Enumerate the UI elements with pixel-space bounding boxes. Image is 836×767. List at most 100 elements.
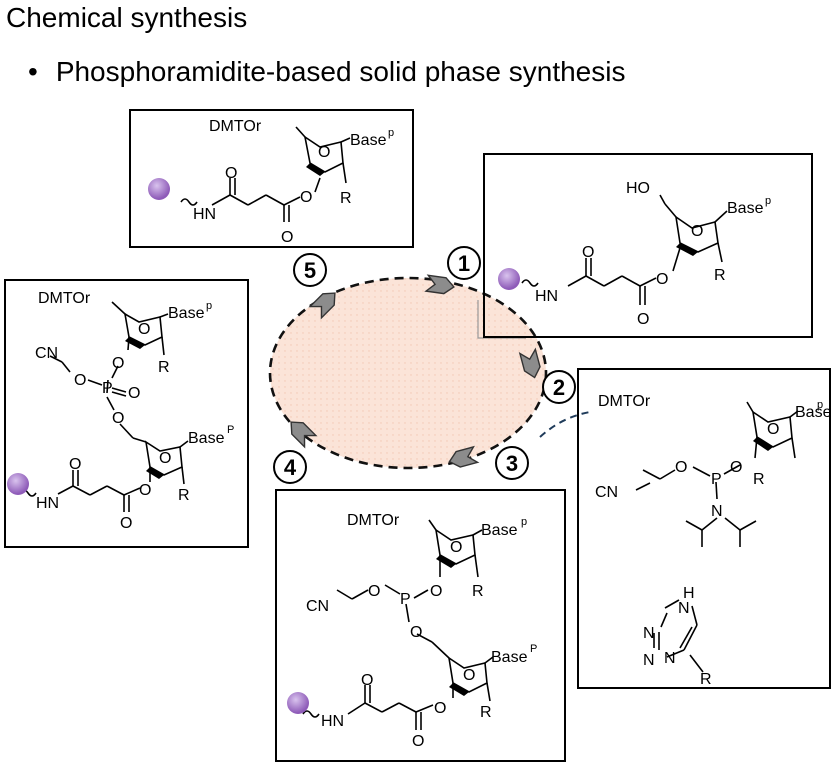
svg-text:R: R [480, 704, 492, 721]
svg-text:Base: Base [350, 132, 387, 149]
svg-text:O: O [767, 421, 779, 438]
svg-text:Base: Base [491, 649, 528, 666]
svg-text:p: p [817, 399, 823, 411]
svg-text:R: R [714, 267, 726, 284]
svg-text:O: O [656, 271, 668, 288]
svg-text:O: O [74, 372, 86, 389]
svg-text:p: p [521, 516, 527, 528]
svg-text:R: R [158, 359, 170, 376]
solid-support-bead [7, 473, 29, 495]
svg-text:H: H [683, 585, 695, 602]
svg-text:R: R [700, 671, 712, 688]
svg-text:O: O [139, 482, 151, 499]
synthesis-cycle: 1 2 3 4 5 [268, 246, 591, 484]
svg-text:DMTOr: DMTOr [347, 512, 400, 529]
bullet-marker: • [28, 56, 38, 87]
svg-text:HN: HN [321, 713, 344, 730]
cycle-arrow-2 [518, 347, 541, 379]
svg-text:P: P [102, 380, 113, 397]
svg-text:HN: HN [36, 495, 59, 512]
structure-frame [129, 109, 414, 248]
svg-text:P: P [227, 424, 234, 436]
structure-phosphoramidite-reagent: DMTOr Base p O R O P O CN N H N N N N R [577, 368, 832, 689]
svg-text:O: O [300, 189, 312, 206]
svg-text:R: R [340, 190, 352, 207]
bullet-item: • Phosphoramidite-based solid phase synth… [28, 52, 625, 92]
svg-text:O: O [637, 311, 649, 328]
structure-detritylated-nucleoside: HN O O O O HO Base p R [483, 153, 813, 338]
bullet-text: Phosphoramidite-based solid phase synthe… [55, 56, 626, 87]
step-label-1: 1 [447, 246, 481, 280]
svg-text:O: O [112, 410, 124, 427]
structure-frame [275, 489, 566, 762]
svg-text:P: P [711, 471, 722, 488]
cycle-arrow-4 [290, 421, 318, 449]
svg-text:O: O [225, 165, 237, 182]
solid-support-bead [287, 692, 309, 714]
cycle-arrow-5 [308, 292, 336, 320]
svg-text:N: N [678, 600, 690, 617]
svg-text:O: O [120, 515, 132, 532]
structure-phosphotriester-dimer: DMTOr Base p O R O P O O CN O Base P O R… [4, 279, 249, 548]
svg-text:4: 4 [284, 455, 297, 480]
step-label-4: 4 [273, 450, 307, 484]
svg-text:O: O [361, 672, 373, 689]
reagent-link-line [539, 411, 591, 438]
svg-text:DMTOr: DMTOr [38, 290, 91, 307]
svg-text:DMTOr: DMTOr [209, 118, 262, 135]
svg-text:3: 3 [506, 451, 518, 476]
svg-text:CN: CN [595, 484, 618, 501]
svg-text:CN: CN [35, 345, 58, 362]
svg-text:R: R [472, 583, 484, 600]
svg-text:5: 5 [304, 258, 316, 283]
svg-text:P: P [530, 643, 537, 655]
svg-text:N: N [643, 625, 655, 642]
svg-text:P: P [400, 591, 411, 608]
svg-text:N: N [711, 503, 723, 520]
svg-text:O: O [318, 144, 330, 161]
svg-text:Base: Base [727, 200, 764, 217]
svg-text:O: O [128, 385, 140, 402]
svg-text:O: O [410, 624, 422, 641]
solid-support-bead [498, 268, 520, 290]
step-label-5: 5 [293, 253, 327, 287]
svg-text:O: O [675, 459, 687, 476]
svg-text:O: O [69, 456, 81, 473]
structure-frame [577, 368, 831, 689]
svg-text:p: p [206, 300, 212, 312]
svg-text:HO: HO [626, 180, 650, 197]
svg-text:O: O [582, 244, 594, 261]
svg-text:p: p [388, 127, 394, 139]
svg-text:O: O [730, 459, 742, 476]
step-label-3: 3 [495, 446, 529, 480]
svg-text:O: O [112, 355, 124, 372]
svg-text:CN: CN [306, 598, 329, 615]
svg-text:O: O [434, 700, 446, 717]
svg-text:O: O [450, 539, 462, 556]
svg-text:p: p [765, 195, 771, 207]
svg-text:O: O [412, 733, 424, 750]
svg-text:Base: Base [795, 404, 832, 421]
svg-text:Base: Base [481, 522, 518, 539]
structure-protected-nucleoside: HN O O O O DMTOr Base p R [129, 109, 414, 248]
svg-text:Base: Base [188, 430, 225, 447]
svg-text:R: R [753, 471, 765, 488]
svg-text:HN: HN [535, 288, 558, 305]
solid-support-bead [148, 178, 170, 200]
svg-text:O: O [430, 583, 442, 600]
svg-text:HN: HN [193, 206, 216, 223]
svg-text:O: O [281, 229, 293, 246]
cycle-arrow-3 [448, 445, 480, 468]
svg-text:DMTOr: DMTOr [598, 393, 651, 410]
svg-text:R: R [178, 487, 190, 504]
svg-text:N: N [664, 650, 676, 667]
svg-text:O: O [159, 450, 171, 467]
cycle-arrow-1 [424, 274, 455, 295]
step-label-2: 2 [542, 370, 576, 404]
svg-text:O: O [368, 583, 380, 600]
cycle-ring [268, 276, 548, 470]
structure-frame [4, 279, 249, 548]
svg-text:1: 1 [458, 251, 470, 276]
svg-text:Base: Base [168, 305, 205, 322]
